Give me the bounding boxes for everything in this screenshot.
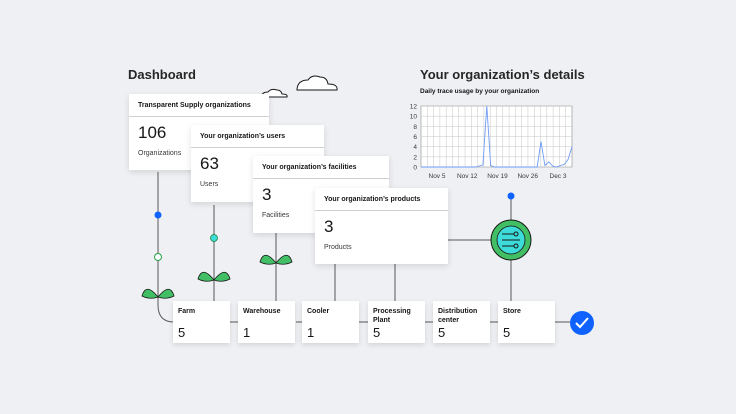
card-divider (191, 147, 324, 148)
chart-x-tick-label: Nov 12 (457, 173, 478, 180)
pipeline-node-distribution-center[interactable]: Distribution center 5 (433, 301, 490, 343)
chart-x-tick-label: Dec 3 (550, 173, 567, 180)
card-value: 3 (324, 217, 334, 236)
chart-y-tick-label: 6 (413, 134, 417, 141)
node-dot (154, 253, 162, 261)
sprout-icon (197, 271, 231, 282)
pipeline-node-warehouse[interactable]: Warehouse 1 (238, 301, 295, 343)
node-count: 5 (178, 325, 186, 340)
node-dot (507, 192, 515, 200)
pipeline-node-cooler[interactable]: Cooler 1 (302, 301, 359, 343)
card-value: 3 (262, 185, 272, 204)
chart-series-line (421, 105, 573, 168)
chart-y-tick-label: 8 (413, 124, 417, 131)
card-header: Transparent Supply organizations (138, 102, 251, 109)
chart-subtitle: Daily trace usage by your organization (420, 88, 540, 95)
card-caption: Products (324, 244, 352, 251)
card-divider (315, 210, 448, 211)
node-label: Cooler (307, 308, 330, 315)
node-count: 1 (243, 325, 251, 340)
node-label: Store (503, 308, 521, 315)
card-divider (253, 178, 389, 179)
chart-x-tick-label: Nov 19 (487, 173, 508, 180)
checkmark-icon (570, 311, 594, 335)
card-caption: Facilities (262, 212, 290, 219)
chart-y-tick-label: 2 (413, 154, 417, 161)
details-title: Your organization’s details (420, 67, 585, 82)
chart-y-tick-label: 12 (410, 104, 418, 111)
sprout-icon (141, 288, 175, 299)
node-label: Farm (178, 308, 196, 315)
chart-x-tick-label: Nov 26 (517, 173, 538, 180)
chart-y-tick-label: 0 (413, 165, 417, 172)
card-header: Your organization’s products (324, 196, 421, 203)
pipeline-node-farm[interactable]: Farm 5 (173, 301, 230, 343)
pipeline-node-processing-plant[interactable]: Processing Plant 5 (368, 301, 425, 343)
cloud-icon (260, 75, 338, 98)
sprout-icon (259, 254, 293, 265)
dashboard-title: Dashboard (128, 67, 196, 82)
card-header: Your organization’s users (200, 133, 286, 140)
trace-hub-icon (490, 219, 532, 261)
node-dot (210, 234, 218, 242)
node-count: 5 (438, 325, 446, 340)
card-caption: Users (200, 181, 219, 188)
chart-x-tick-label: Nov 5 (429, 173, 446, 180)
node-dot (154, 211, 162, 219)
pipeline-node-store[interactable]: Store 5 (498, 301, 555, 343)
node-count: 1 (307, 325, 315, 340)
card-value: 63 (200, 154, 219, 173)
node-label: Processing Plant (373, 308, 411, 324)
node-label: Distribution center (438, 308, 478, 324)
node-count: 5 (503, 325, 511, 340)
chart-y-tick-label: 4 (413, 144, 417, 151)
card-caption: Organizations (138, 150, 182, 157)
card-value: 106 (138, 123, 167, 142)
node-count: 5 (373, 325, 381, 340)
card-organization-products[interactable]: Your organization’s products 3 Products (315, 188, 448, 264)
chart-y-tick-label: 10 (410, 114, 418, 121)
card-header: Your organization’s facilities (262, 164, 357, 171)
card-divider (129, 116, 269, 117)
node-label: Warehouse (243, 308, 281, 315)
